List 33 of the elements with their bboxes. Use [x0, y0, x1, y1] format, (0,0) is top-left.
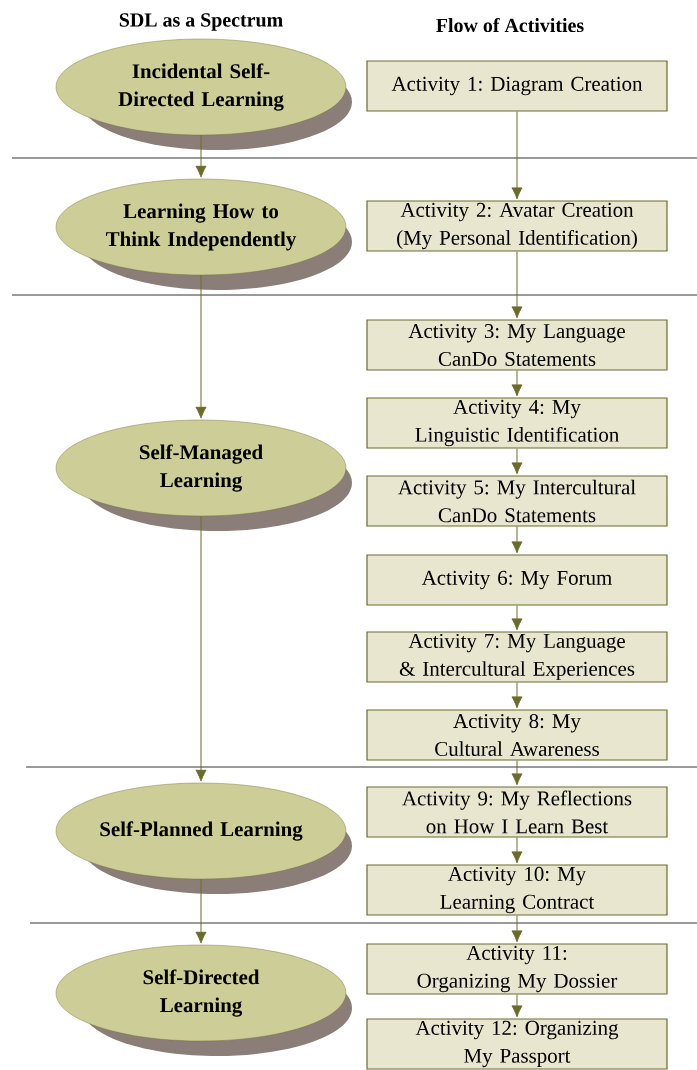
- activity-box: Activity 7: My Language & Intercultural Experiences: [366, 631, 668, 683]
- activity-box: Activity 1: Diagram Creation: [366, 60, 668, 112]
- activity-box: Activity 12: Organizing My Passport: [366, 1018, 668, 1070]
- arrow: [511, 760, 523, 786]
- arrow: [195, 274, 207, 419]
- ellipse-node: Incidental Self-Directed Learning: [55, 38, 352, 150]
- arrow: [511, 994, 523, 1018]
- activity-box: Activity 10: My Learning Contract: [366, 864, 668, 916]
- arrow: [511, 448, 523, 475]
- arrow: [511, 526, 523, 554]
- ellipse-node: Self-Planned Learning: [55, 782, 352, 894]
- arrow: [195, 878, 207, 944]
- arrow: [511, 915, 523, 943]
- activity-box: Activity 6: My Forum: [366, 554, 668, 606]
- activity-box: Activity 8: My Cultural Awareness: [366, 709, 668, 761]
- arrow: [511, 111, 523, 200]
- activity-box: Activity 3: My Language CanDo Statements: [366, 319, 668, 371]
- ellipse-node: Learning How to Think Independently: [55, 178, 352, 290]
- ellipse-node: Self-Directed Learning: [55, 944, 352, 1056]
- arrow: [511, 605, 523, 631]
- arrow: [195, 515, 207, 782]
- activity-box: Activity 2: Avatar Creation (My Personal Identification): [366, 200, 668, 252]
- arrow: [511, 837, 523, 864]
- column-heading: Flow of Activities: [436, 17, 584, 33]
- arrow: [511, 682, 523, 709]
- activity-box: Activity 5: My Intercultural CanDo Statements: [366, 475, 668, 527]
- activity-box: Activity 11: Organizing My Dossier: [366, 943, 668, 995]
- arrow: [511, 370, 523, 397]
- activity-box: Activity 9: My Reflections on How I Learn Best: [366, 786, 668, 838]
- arrow: [511, 251, 523, 319]
- activity-box: Activity 4: My Linguistic Identification: [366, 397, 668, 449]
- ellipse-node: Self-Managed Learning: [55, 419, 352, 531]
- arrow: [195, 134, 207, 178]
